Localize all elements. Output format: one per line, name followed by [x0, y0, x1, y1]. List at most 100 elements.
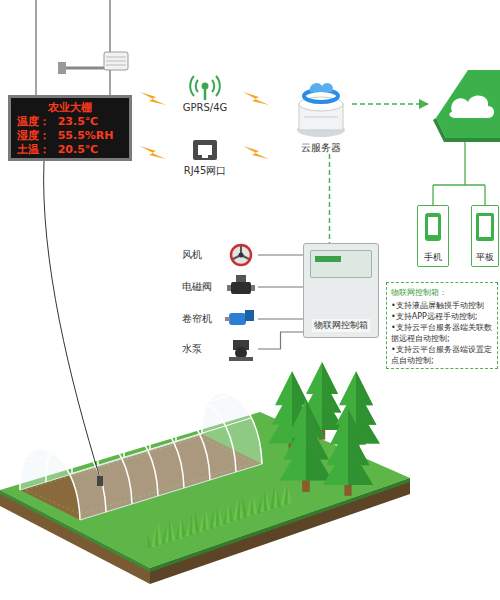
phone-icon — [428, 217, 438, 235]
connector — [258, 332, 303, 349]
tablet-node: 平板 — [471, 205, 499, 267]
greenhouse — [20, 449, 80, 520]
feature-note-box: 物联网控制箱：•支持液晶屏触摸手动控制•支持APP远程手动控制;•支持云平台服务… — [386, 282, 498, 369]
greenhouse — [70, 418, 251, 474]
weather-sensor — [104, 52, 128, 70]
solenoid-valve-icon — [231, 282, 251, 294]
display-hanger — [62, 67, 110, 70]
fan-icon — [239, 253, 244, 258]
platform-to-devices-lines — [464, 142, 465, 185]
sensor-cable — [44, 161, 103, 486]
platform-to-devices-lines — [433, 142, 485, 205]
node-text: •支持APP远程手动控制; — [391, 311, 493, 322]
pump-node: 水泵 — [182, 338, 258, 360]
rj45-node: RJ45网口 — [170, 135, 240, 177]
weather-sensor — [106, 61, 126, 62]
greenhouse — [46, 441, 106, 512]
solenoid-valve-icon — [251, 285, 255, 291]
greenhouse — [20, 434, 202, 490]
connector — [329, 154, 331, 243]
curtain-motor-node: 卷帘机 — [182, 308, 258, 330]
rj45-icon — [202, 155, 208, 158]
cloud-server-icon — [304, 117, 338, 118]
curtain-motor-icon — [245, 310, 254, 321]
cloud-platform-icon — [449, 96, 494, 118]
grass-blade — [242, 495, 247, 518]
grass-blade — [277, 491, 281, 507]
weather-sensor — [104, 52, 128, 70]
fan-node: 风机 — [182, 244, 258, 266]
screen-logo — [315, 256, 341, 262]
node-text: •支持云平台服务器端关联数据远程自动控制; — [391, 322, 493, 344]
sensor-cable — [44, 161, 100, 478]
grass-blade — [218, 507, 223, 525]
gprs-icon — [216, 76, 220, 96]
connector — [258, 318, 303, 319]
greenhouse — [98, 425, 158, 496]
node-text: 湿度： 55.5%RH — [17, 129, 123, 143]
cloud-platform-icon — [433, 118, 500, 142]
grass-blade — [270, 485, 274, 509]
grass-blade — [175, 524, 179, 539]
gprs-icon — [190, 76, 220, 100]
tablet-icon — [476, 213, 494, 241]
grass-blade — [287, 488, 291, 503]
cloud-server-icon — [297, 83, 345, 137]
greenhouse — [202, 393, 262, 464]
grass-blade — [202, 515, 206, 531]
connector — [258, 286, 303, 287]
solenoid-valve-icon — [227, 285, 231, 291]
display-hanger — [109, 0, 110, 95]
grass-blade — [151, 526, 155, 547]
grass-blade — [223, 510, 227, 524]
grass-blade — [247, 497, 251, 516]
platform-to-devices-lines — [433, 184, 485, 185]
node-text: 物联网控制箱 — [312, 319, 370, 332]
greenhouse — [72, 433, 132, 504]
cloud-platform-icon — [436, 70, 500, 138]
grass-blade — [182, 519, 186, 537]
platform-to-devices-lines — [432, 185, 433, 205]
node-text: 云服务器 — [301, 142, 341, 154]
node-text: 卷帘机 — [182, 312, 212, 326]
phone-node: 手机 — [417, 205, 449, 267]
grass-blade — [206, 507, 210, 530]
greenhouse — [150, 409, 210, 480]
node-text: 温度： 23.5℃ — [17, 115, 123, 129]
node-text: 电磁阀 — [182, 280, 212, 294]
weather-sensor — [106, 57, 126, 58]
control-panel-screen — [310, 250, 372, 278]
valve-node: 电磁阀 — [182, 276, 258, 298]
node-text: 物联网控制箱： — [391, 287, 493, 298]
grass-blade — [199, 512, 203, 532]
grass-blade — [147, 534, 152, 548]
illustration — [243, 146, 269, 159]
curtain-motor-icon — [225, 310, 254, 325]
grass — [147, 483, 291, 548]
grass-blade — [226, 502, 230, 523]
greenhouse — [80, 464, 262, 520]
node-text: 平板 — [476, 252, 494, 263]
phone-icon — [425, 213, 441, 241]
gprs-icon — [204, 89, 207, 100]
illustration — [279, 400, 332, 492]
grass-blade — [260, 498, 264, 512]
grass-blade — [266, 493, 271, 510]
gprs-icon — [202, 83, 209, 90]
gprs-icon — [196, 80, 198, 92]
greenhouse — [26, 406, 207, 462]
illustration — [140, 146, 166, 159]
tablet-icon — [476, 213, 494, 241]
greenhouse — [49, 395, 231, 451]
node-text: 手机 — [424, 252, 442, 263]
grass-blade — [284, 485, 288, 504]
node-text: 土温： 20.5℃ — [17, 143, 123, 157]
grass-blade — [213, 512, 217, 527]
node-text: GPRS/4G — [183, 102, 228, 114]
rj45-icon — [193, 140, 217, 160]
grass-blade — [274, 488, 278, 508]
illustration — [323, 409, 373, 496]
node-text: 水泵 — [182, 342, 202, 356]
solenoid-valve-icon — [236, 275, 246, 283]
